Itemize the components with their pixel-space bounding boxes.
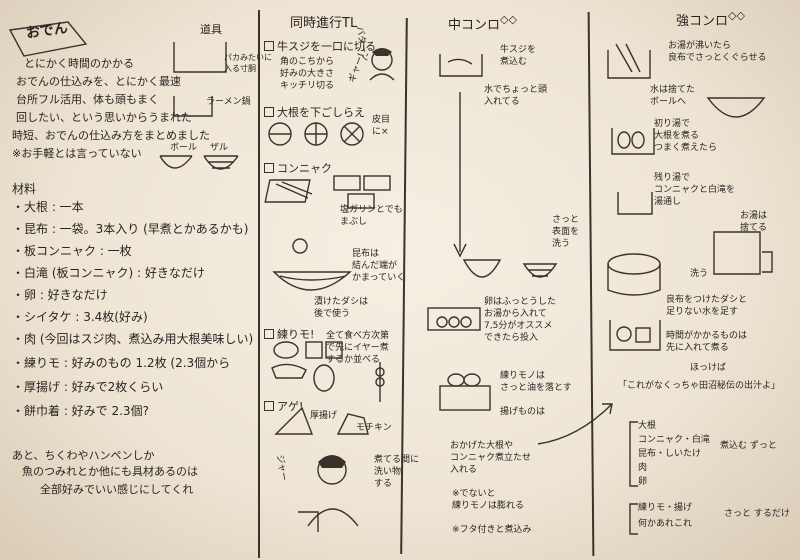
step-beef-tendon: 牛スジを一口に切る [264,38,376,54]
simmer-long-note: 煮込む ずっと [720,441,777,451]
nerimono-sketch [271,341,343,392]
konnyaku-sketch [264,175,391,209]
strong-step-wash: 洗う [690,269,709,279]
column-divider-3 [587,12,595,556]
simmer-short-note: さっと するだけ [724,509,790,519]
wash-dishes-note: 煮てる間に 洗い物 する [374,455,420,489]
konnyaku-pot-sketch [617,192,653,215]
mid-warning-lid: ※フタ付きと煮込み [452,525,532,535]
list-item: 大根 [638,421,657,431]
tool-pot: パカみたいに 入る寸胴 [224,53,272,73]
strong-step-leave: ほっけば [690,363,727,373]
strong-step-water-bowl: 水は捨てた ボールへ [650,85,696,107]
list-item: ・厚揚げ : 好みで2枚くらい [12,380,164,394]
step-fried-items: アゲ! [264,398,303,414]
bowl-strainer-sketch [159,155,239,170]
strong-step-discard: お湯は 捨てる [740,211,768,233]
daikon-pot-sketch [611,128,655,155]
list-item: 卵 [638,477,648,487]
mid-step-rinse: さっと 表面を 洗う [552,215,580,249]
merge-arrow [537,403,613,445]
dashi-pot-sketch [607,253,661,296]
medium-burner-header: 中コンロ [448,18,501,33]
skewer-sketch [375,362,385,402]
sfx-water: ジャー [274,454,289,482]
tool-strainer-label: ザル [210,143,229,153]
mochikin-label: モチキン [356,423,392,433]
list-item: コンニャク・白滝 [638,435,710,445]
step-nerimono: 練りモ! [264,326,314,342]
strong-step-kombu: お湯が沸いたら 良布でさっとくぐらせる [668,41,767,63]
ingredients-label: 材料 [12,182,37,196]
list-item: ・大根 : 一本 [12,200,84,214]
stock-pot-sketch [173,42,227,73]
daikon-cut-sketches [268,122,364,146]
strong-burner-header: 強コンロ [676,14,729,29]
bowl-sketch [706,97,766,118]
list-item: ・シイタケ : 3.4枚(好み) [12,310,148,324]
nerimono-note: 全て食べ方次第 で先にイヤー煮 するか並べる [326,331,390,365]
mid-step-daikon-konnyaku: おかげた大根や コンニャク煮立たせ 入れる [450,441,532,475]
bracket-long [629,421,638,487]
aburaage-sketch [274,406,369,435]
mid-flow-arrow [453,92,467,258]
step-beef-tendon-note: 角のこちから 好みの大きさ キッチリ切る [280,57,335,91]
list-item: 肉 [638,463,648,473]
list-item: ・卵 : 好きなだけ [12,288,108,302]
frying-sketch [439,373,491,411]
center-column-header: 同時進行TL [290,16,358,31]
kombu-bowl-sketch [272,238,352,291]
mid-step-eggs: 卵はふっとうした お湯から入れて 7,5分がオススメ できたら投入 [484,297,557,343]
list-item: 練りモ・揚げ [638,503,693,513]
strong-step-slow-first: 時間がかかるものは 先に入れて煮る [666,331,748,353]
bracket-short [629,503,638,535]
ramen-pot-sketch [173,96,213,117]
mid-warning-swell: ※でないと 練りモノは膨れる [452,489,525,511]
tendon-pot-sketch [439,54,483,77]
step-daikon-prep: 大根を下ごしらえ [264,104,365,120]
atsuage-label: 厚揚げ [310,411,338,421]
list-item: ・肉 (今回はスジ肉、煮込み用大根美味しい) [12,332,254,346]
list-item: ・練りモ : 好みのもの 1.2枚 (2.3個から [12,356,231,370]
mid-step-water: 水でちょっと頭 入れてる [484,85,548,107]
list-item: ・白滝 (板コンニャク) : 好きなだけ [12,266,205,280]
daikon-cross-note: 皮目 に× [372,115,391,137]
soak-dashi-note: 漬けたダシは 後で使う [314,297,369,319]
tool-ramen: ラーメン鍋 [206,97,251,107]
tools-label: 道具 [200,23,222,36]
oden-pot-sketch [609,320,661,351]
list-item: ・昆布 : 一袋。3本入り (早煮とかあるかも) [12,222,249,236]
diamond-icon: ◇◇ [728,9,745,22]
tool-bowl-label: ボール [170,143,198,153]
egg-pot-sketch [427,307,481,331]
mid-step-simmer: 牛スジを 煮込む [500,45,537,67]
strainer-sketch [462,259,558,278]
konnyaku-salt-note: 塩ガリンとでも まぶし [340,205,403,227]
kombu-pot-sketch [607,43,651,79]
list-item: 昆布・しいたけ [638,449,702,459]
mid-step-fried: 揚げものは [500,407,546,417]
mid-step-nerimono-oil: 練りモノは さっと油を落とす [500,371,572,393]
title-banner [8,21,88,57]
kombu-note: 昆布は 結んだ端が かまっていく [352,249,406,283]
column-divider-1 [258,10,260,558]
list-item: 何かあれこれ [638,519,693,529]
strong-step-daikon: 初り湯で 大根を煮る つまく煮えたら [654,119,718,153]
step-konnyaku: コンニャク [264,160,332,176]
chef-sketch-1 [369,48,395,81]
strong-step-add-dashi: 良布をつけたダシと 足りない水を足す [666,295,748,317]
strong-secret-dashi-quote: 「これがなくっちゃ田沼秘伝の出汁よ」 [618,381,781,391]
list-item: ・板コンニャク : 一枚 [12,244,132,258]
strong-step-konnyaku: 残り湯で コンニャクと白滝を 湯通し [654,173,736,207]
sink-sketch [713,231,773,275]
chef-sketch-2 [298,455,359,532]
diamond-icon: ◇◇ [500,13,517,26]
list-item: ・餅巾着 : 好みで 2.3個? [12,404,149,418]
